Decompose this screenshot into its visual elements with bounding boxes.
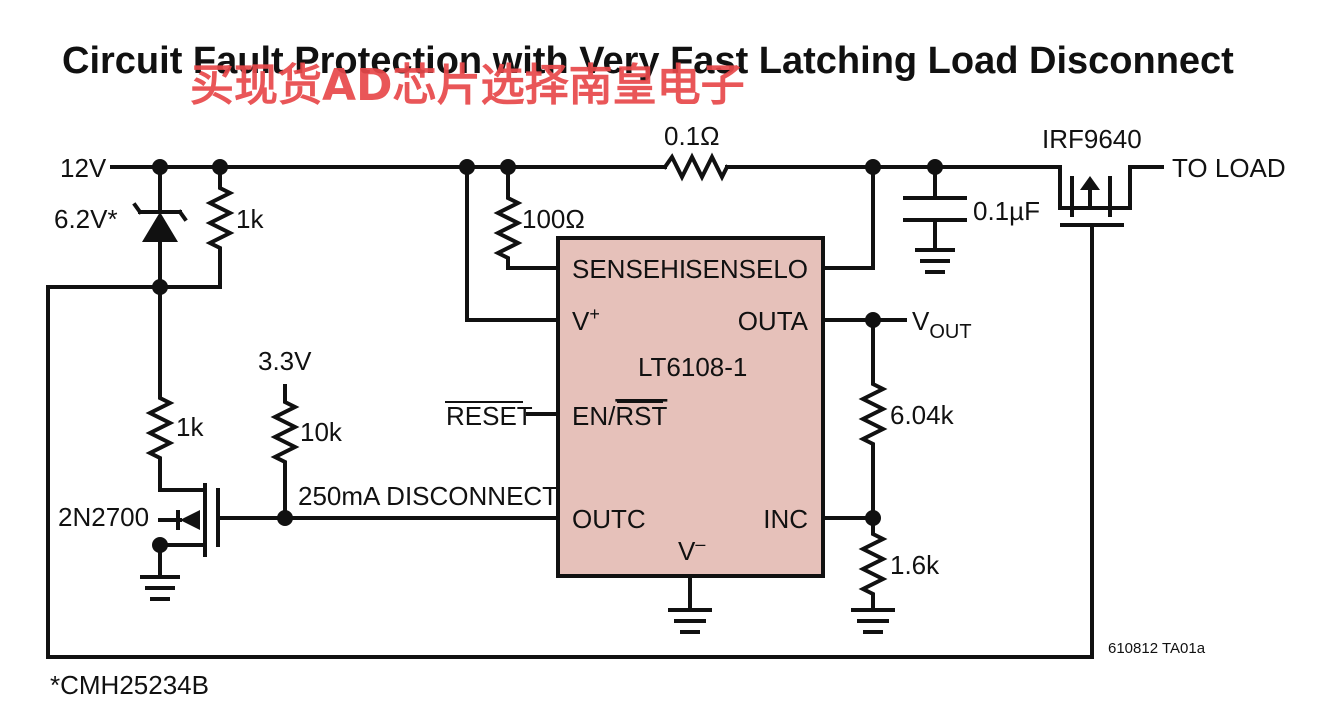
bypass-capacitor: 0.1µF bbox=[903, 165, 1040, 274]
junction-dot bbox=[865, 312, 881, 328]
reset-label: RESET bbox=[446, 401, 533, 431]
senselo-wire bbox=[821, 165, 875, 270]
ground-symbol bbox=[668, 574, 712, 634]
vplus-wire bbox=[465, 165, 560, 322]
ic-lt6108: SENSEHI SENSELO V+ OUTA LT6108-1 EN/RST … bbox=[556, 236, 825, 578]
pullup-resistor-label: 1k bbox=[236, 204, 264, 234]
figure-id: 610812 TA01a bbox=[1108, 640, 1206, 657]
divider-top-label: 6.04k bbox=[890, 400, 955, 430]
supply-label: 12V bbox=[60, 153, 107, 183]
logic-pullup-10k: 3.3V 10k 250mA DISCONNECT bbox=[258, 346, 558, 520]
output-divider: VOUT 6.04k 1.6k bbox=[821, 306, 972, 634]
ic-part-name: LT6108-1 bbox=[638, 352, 747, 382]
load-label: TO LOAD bbox=[1172, 153, 1286, 183]
watermark-text: 买现货AD芯片选择南皇电子 bbox=[190, 60, 745, 111]
ground-symbol bbox=[140, 575, 180, 601]
logic-pullup-label: 10k bbox=[300, 417, 343, 447]
logic-supply-label: 3.3V bbox=[258, 346, 312, 376]
nmos-label: 2N2700 bbox=[58, 502, 149, 532]
supply-rail: 12V 0.1Ω bbox=[60, 121, 1062, 183]
junction-dot bbox=[152, 537, 168, 553]
gate-loop-wire bbox=[46, 223, 1094, 659]
pin-vminus: V– bbox=[678, 534, 705, 566]
disconnect-label: 250mA DISCONNECT bbox=[298, 481, 558, 511]
pullup-resistor-1k: 1k bbox=[158, 165, 264, 289]
footnote: *CMH25234B bbox=[50, 670, 209, 700]
zener-label: 6.2V* bbox=[54, 204, 118, 234]
pin-inc: INC bbox=[763, 504, 808, 534]
pin-outa: OUTA bbox=[738, 306, 809, 336]
vout-label: VOUT bbox=[912, 306, 972, 343]
pin-en-rst: EN/RST bbox=[572, 401, 667, 431]
pmos-label: IRF9640 bbox=[1042, 124, 1142, 154]
junction-dot bbox=[865, 510, 881, 526]
diagram-title: Circuit Fault Protection with Very Fast … bbox=[62, 40, 1234, 82]
sense-resistor-label: 0.1Ω bbox=[664, 121, 720, 151]
pin-sensehi: SENSEHI bbox=[572, 254, 686, 284]
sensehi-resistor-label: 100Ω bbox=[522, 204, 585, 234]
gate-resistor-label: 1k bbox=[176, 412, 204, 442]
sensehi-resistor: 100Ω bbox=[493, 165, 585, 270]
sense-resistor bbox=[662, 152, 730, 182]
pin-senselo: SENSELO bbox=[685, 254, 808, 284]
pin-outc: OUTC bbox=[572, 504, 646, 534]
divider-bottom-label: 1.6k bbox=[890, 550, 940, 580]
reset-input: RESET bbox=[445, 401, 560, 431]
pin-vplus: V+ bbox=[572, 304, 600, 336]
capacitor-label: 0.1µF bbox=[973, 196, 1040, 226]
zener-diode: 6.2V* bbox=[54, 165, 188, 289]
gate-resistor-1k: 1k bbox=[145, 285, 204, 492]
pmos-irf9640: IRF9640 TO LOAD bbox=[1042, 124, 1286, 227]
junction-dot bbox=[277, 510, 293, 526]
